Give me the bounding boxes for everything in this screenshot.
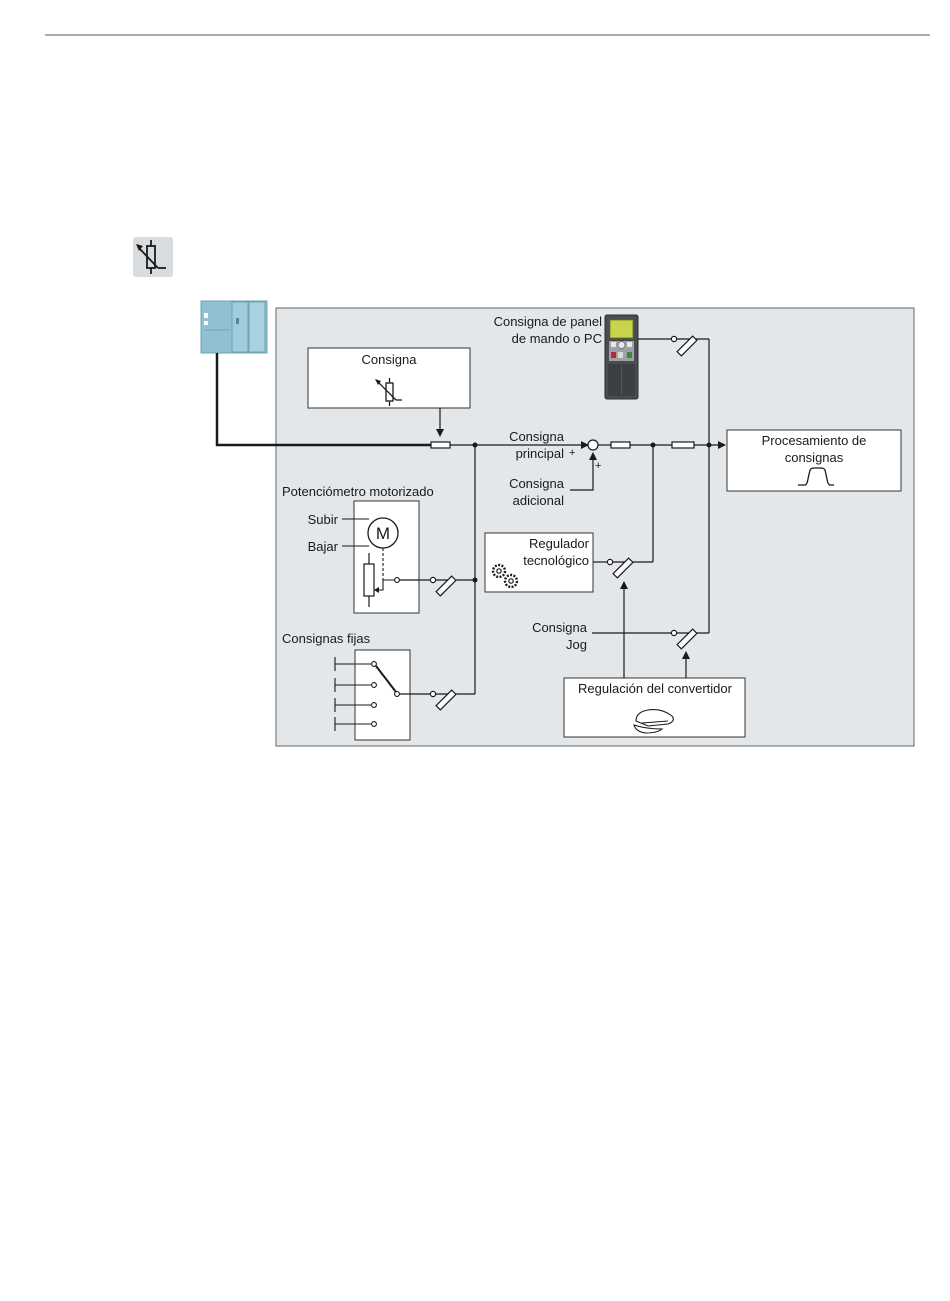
bajar-label: Bajar xyxy=(308,539,339,554)
jog-label-1: Consigna xyxy=(532,620,588,635)
panel-setpoint-label-1: Consigna de panel xyxy=(494,314,603,329)
tech-controller-label-2: tecnológico xyxy=(523,553,589,568)
jog-label-2: Jog xyxy=(566,637,587,652)
main-plus-sign: + xyxy=(569,447,575,459)
motor-pot-box: M xyxy=(354,501,419,613)
operator-panel-icon xyxy=(605,315,638,399)
main-setpoint-label-2: principal xyxy=(516,446,565,461)
panel-setpoint-label-2: de mando o PC xyxy=(512,331,602,346)
fixed-setpoints-label: Consignas fijas xyxy=(282,631,371,646)
motor-letter: M xyxy=(376,524,390,543)
add-setpoint-label-2: adicional xyxy=(513,493,564,508)
processing-label-1: Procesamiento de xyxy=(762,433,867,448)
tech-controller-label-1: Regulador xyxy=(529,536,590,551)
plc-controller-icon xyxy=(201,301,267,353)
setpoint-processing-box: Procesamiento de consignas xyxy=(727,430,901,491)
processing-label-2: consignas xyxy=(785,450,844,465)
add-setpoint-label-1: Consigna xyxy=(509,476,565,491)
consigna-box: Consigna xyxy=(308,348,470,408)
consigna-label: Consigna xyxy=(362,352,418,367)
add-plus-sign: + xyxy=(595,460,601,472)
potentiometer-icon xyxy=(133,237,173,277)
main-setpoint-label-1: Consigna xyxy=(509,429,565,444)
converter-control-box: Regulación del convertidor xyxy=(564,678,745,737)
subir-label: Subir xyxy=(308,512,339,527)
technology-controller-box: Regulador tecnológico xyxy=(485,533,593,592)
motor-pot-label: Potenciómetro motorizado xyxy=(282,484,434,499)
converter-control-label: Regulación del convertidor xyxy=(578,681,733,696)
summing-junction xyxy=(588,440,598,450)
